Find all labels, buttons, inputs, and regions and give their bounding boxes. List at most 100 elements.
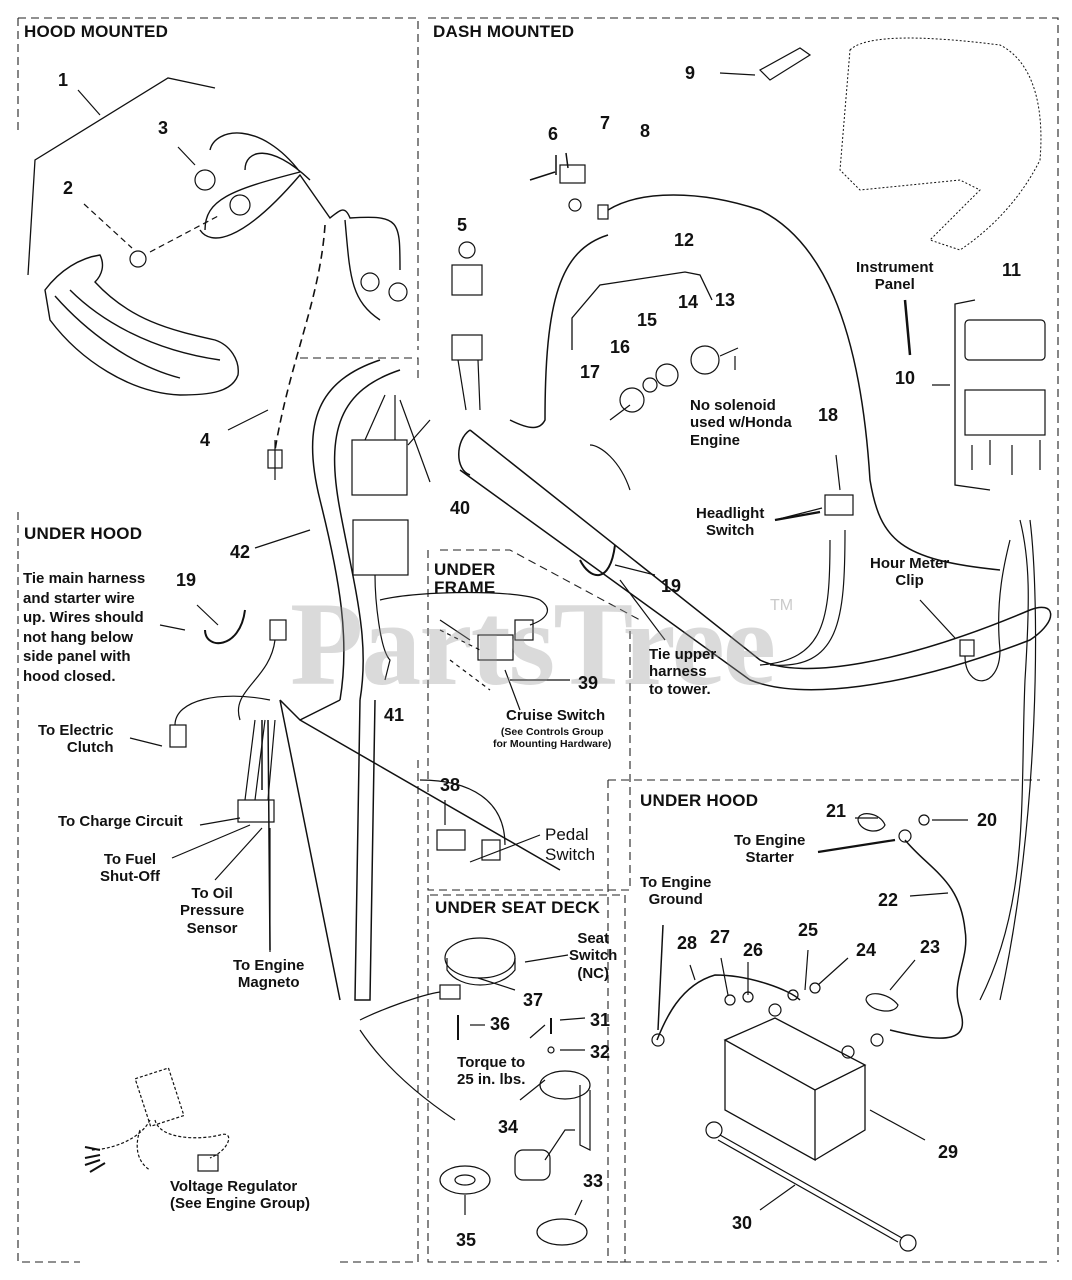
battery-29 <box>723 1017 867 1162</box>
dash-panel <box>839 37 1042 251</box>
callout-13: 13 <box>715 290 736 310</box>
callout-26: 26 <box>743 940 764 960</box>
trademark: TM <box>770 597 794 614</box>
hood-lower-border <box>300 357 419 378</box>
hood-mounted-border <box>17 17 419 350</box>
callout-2: 2 <box>63 178 74 198</box>
cable-22 <box>889 839 967 1039</box>
note-to-charge-circuit: To Charge Circuit <box>58 813 183 830</box>
under-hood-right-border <box>607 779 1050 1263</box>
cap-33 <box>536 1218 588 1246</box>
callout-6: 6 <box>548 124 559 144</box>
pedal-switch-38 <box>436 829 466 851</box>
section-hood-mounted: HOOD MOUNTED <box>24 22 169 41</box>
part-14 <box>690 345 720 375</box>
headlight-harness <box>199 132 401 321</box>
sender-34 <box>539 1070 591 1100</box>
callout-8: 8 <box>640 121 651 141</box>
clutch-connector <box>169 724 187 748</box>
part-9 <box>759 47 812 81</box>
note-no-solenoid: No solenoid used w/Honda Engine <box>690 397 792 449</box>
note-to-engine-starter: To Engine Starter <box>734 832 806 867</box>
callout-11: 11 <box>1002 260 1022 280</box>
callout-34: 34 <box>498 1117 519 1137</box>
callout-12: 12 <box>674 230 695 250</box>
note-hour-meter-clip: Hour Meter Clip <box>870 555 950 590</box>
callout-23: 23 <box>920 937 941 957</box>
seat-switch-37 <box>444 937 516 979</box>
callout-15: 15 <box>637 310 658 330</box>
callout-7: 7 <box>600 113 611 133</box>
section-under-hood-left: UNDER HOOD <box>24 524 143 543</box>
hour-meter-clip <box>959 639 975 657</box>
boot-23 <box>865 993 899 1012</box>
note-instrument-panel: Instrument Panel <box>856 259 934 294</box>
callout-38: 38 <box>440 775 461 795</box>
note-torque: Torque to 25 in. lbs. <box>457 1054 526 1089</box>
key-13 <box>719 347 739 370</box>
part-11 <box>964 319 1046 361</box>
cruise-switch-39 <box>477 634 514 661</box>
section-under-seat-deck: UNDER SEAT DECK <box>435 898 601 917</box>
connector-40 <box>351 439 408 496</box>
part-6-screw <box>568 198 582 212</box>
under-hood-left-border <box>17 512 419 1263</box>
callout-3: 3 <box>158 118 169 138</box>
note-to-electric-clutch: To Electric Clutch <box>38 722 114 757</box>
cable-28 <box>656 974 801 1041</box>
callout-33: 33 <box>583 1171 604 1191</box>
frame-top-border <box>440 549 641 621</box>
callout-21: 21 <box>826 801 847 821</box>
callout-9: 9 <box>685 63 696 83</box>
part-15 <box>655 363 679 387</box>
voltage-regulator <box>134 1067 185 1128</box>
nut-20 <box>918 814 930 826</box>
callout-25: 25 <box>798 920 819 940</box>
callout-1: 1 <box>58 70 69 90</box>
callout-28: 28 <box>677 933 698 953</box>
callout-19-right: 19 <box>661 576 682 596</box>
note-headlight-switch: Headlight Switch <box>696 505 765 540</box>
callout-40: 40 <box>450 498 471 518</box>
part-16 <box>642 377 658 393</box>
part-18-switch <box>824 494 854 516</box>
bracket-1 <box>27 77 216 276</box>
callout-32: 32 <box>590 1042 611 1062</box>
callout-24: 24 <box>856 940 877 960</box>
callout-30: 30 <box>732 1213 753 1233</box>
dash-mounted-border <box>428 17 1059 1262</box>
callout-39: 39 <box>578 673 599 693</box>
section-under-hood-right: UNDER HOOD <box>640 791 759 810</box>
socket-3a <box>194 169 216 191</box>
part-17 <box>619 387 645 413</box>
bracket-10 <box>954 299 991 491</box>
callout-29: 29 <box>938 1142 959 1162</box>
callout-4: 4 <box>200 430 211 450</box>
headlight-housing <box>44 254 239 396</box>
note-to-engine-magneto: To Engine Magneto <box>233 957 305 992</box>
connector-4 <box>267 449 283 469</box>
note-to-fuel-shutoff: To Fuel Shut-Off <box>100 851 160 886</box>
note-voltage-regulator: Voltage Regulator (See Engine Group) <box>170 1178 311 1213</box>
callout-18: 18 <box>818 405 839 425</box>
note-seat-switch: Seat Switch (NC) <box>569 930 618 982</box>
note-pedal-switch: Pedal Switch <box>545 825 596 864</box>
part-5-switch <box>451 264 483 296</box>
connector-41 <box>352 519 409 576</box>
callout-10: 10 <box>895 368 916 388</box>
section-under-frame: UNDER FRAME <box>434 560 496 597</box>
callout-37: 37 <box>523 990 544 1010</box>
gasket-35 <box>439 1165 491 1195</box>
bulb-2 <box>129 250 147 268</box>
section-dash-mounted: DASH MOUNTED <box>433 22 575 41</box>
strap-30-end-b <box>899 1234 917 1252</box>
callout-5: 5 <box>457 215 468 235</box>
callout-36: 36 <box>490 1014 511 1034</box>
callout-16: 16 <box>610 337 631 357</box>
clip-19-left <box>204 609 246 645</box>
note-to-engine-ground: To Engine Ground <box>640 874 712 909</box>
callout-19-left: 19 <box>176 570 197 590</box>
note-tie-main-harness: Tie main harness and starter wire up. Wi… <box>23 570 146 685</box>
callout-20: 20 <box>977 810 998 830</box>
engine-connector <box>237 799 275 823</box>
